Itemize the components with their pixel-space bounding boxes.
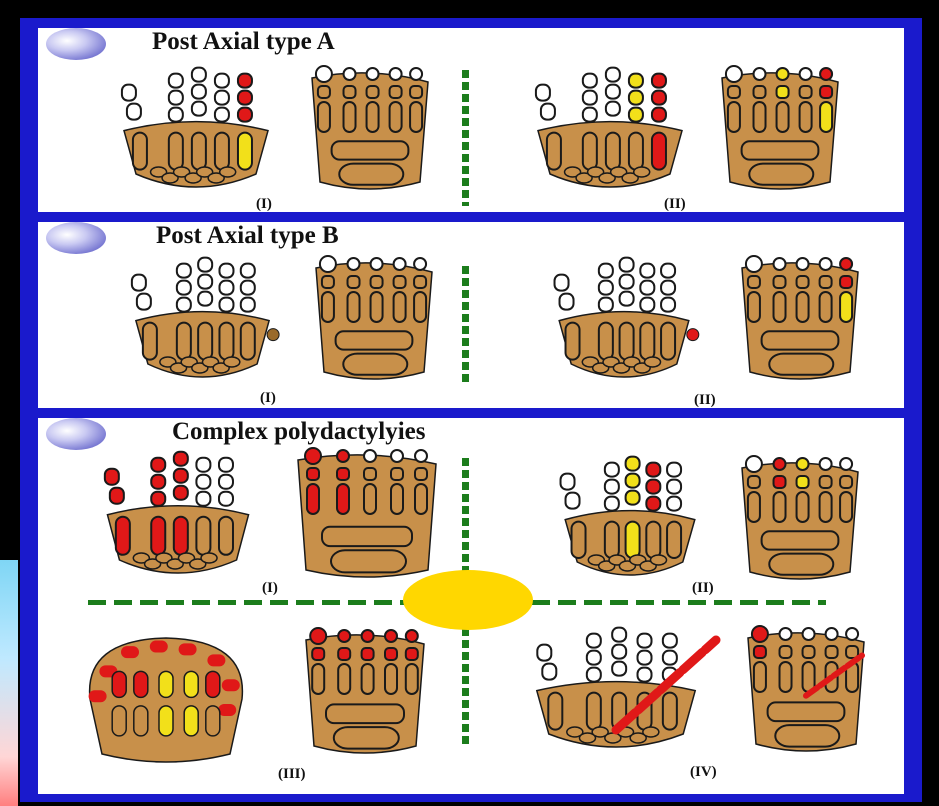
label-c-2: (II) — [692, 580, 714, 596]
hand-skeleton-icon — [110, 252, 295, 384]
label-b-2: (II) — [694, 392, 716, 408]
vertical-divider — [462, 628, 469, 748]
left-edge-glow — [0, 560, 18, 806]
vertical-divider — [462, 458, 469, 576]
foot-skeleton-icon — [306, 62, 434, 194]
hand-skeleton-icon — [510, 62, 710, 194]
vertical-divider — [462, 266, 469, 386]
label-a-1: (I) — [256, 196, 272, 212]
label-b-1: (I) — [260, 390, 276, 406]
hand-skeleton-icon — [506, 622, 726, 754]
horizontal-divider — [532, 600, 826, 605]
hand-skeleton-icon — [534, 252, 714, 384]
foot-skeleton-icon — [310, 252, 438, 384]
section-title-post-axial-a: Post Axial type A — [152, 28, 335, 56]
label-c-4: (IV) — [690, 764, 717, 780]
foot-skeleton-icon — [716, 62, 844, 194]
foot-skeleton-icon — [736, 452, 864, 584]
label-c-1: (I) — [262, 580, 278, 596]
foot-skeleton-icon — [300, 624, 430, 758]
section-title-complex: Complex polydactylyies — [172, 418, 425, 446]
vertical-divider — [462, 70, 469, 206]
label-a-2: (II) — [664, 196, 686, 212]
hand-skeleton-icon — [80, 444, 276, 580]
hand-skeleton-icon — [540, 452, 720, 582]
foot-skeleton-icon — [742, 622, 870, 756]
foot-skeleton-icon — [736, 252, 864, 384]
horizontal-divider — [88, 600, 404, 605]
section-title-post-axial-b: Post Axial type B — [156, 222, 339, 250]
hand-skeleton-icon — [76, 630, 256, 768]
label-c-3: (III) — [278, 766, 306, 782]
foot-skeleton-icon — [292, 444, 442, 582]
bubble-decoration-icon — [46, 222, 106, 254]
hand-skeleton-icon — [96, 62, 296, 194]
bubble-decoration-icon — [46, 28, 106, 60]
